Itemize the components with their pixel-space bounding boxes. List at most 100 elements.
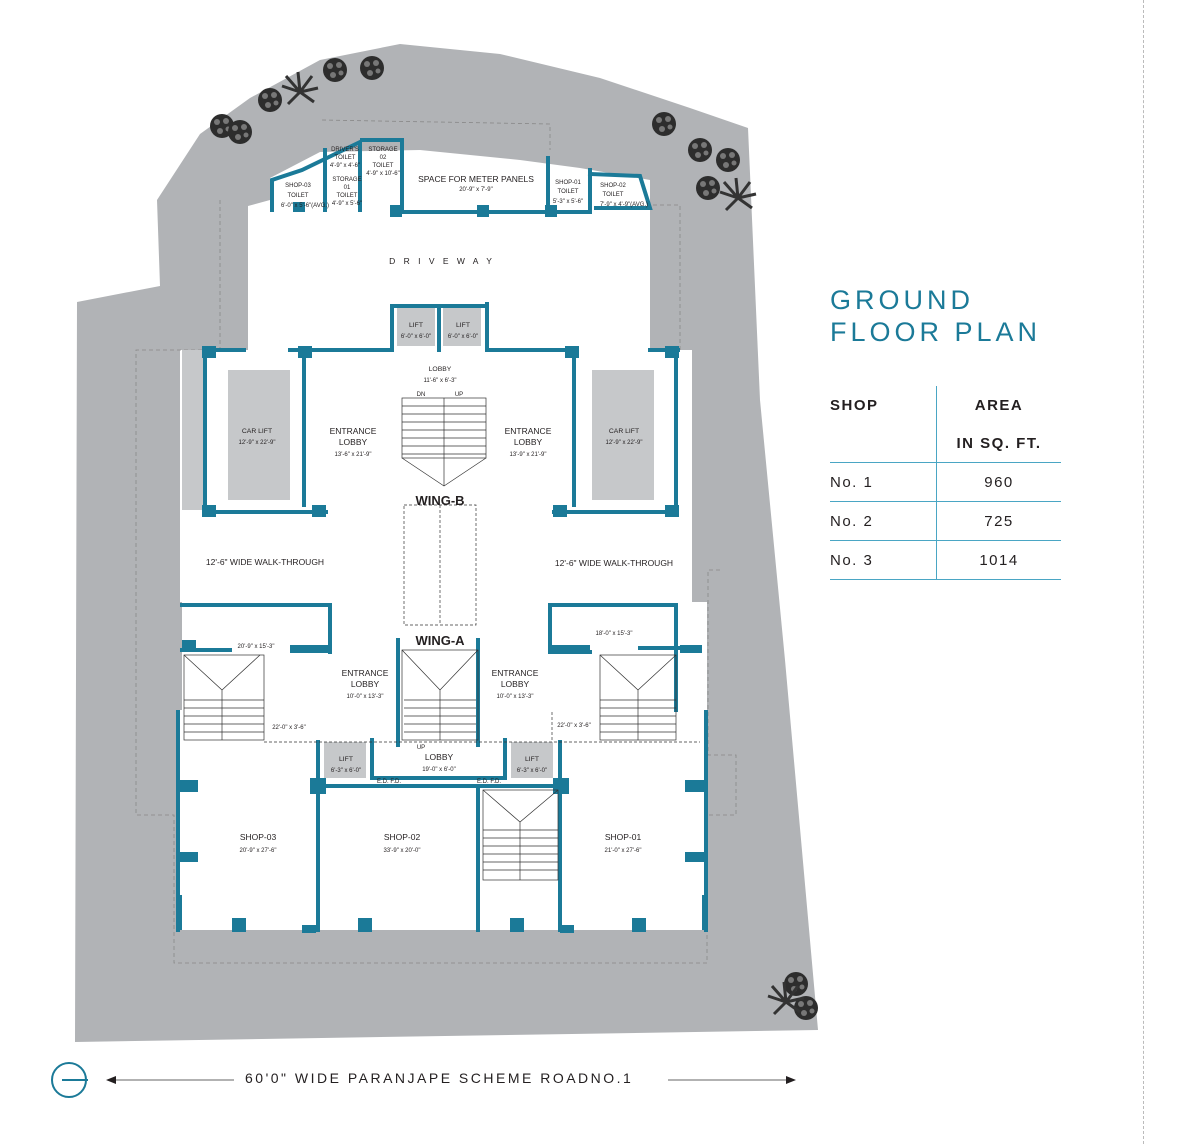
legend-header-shop: SHOP [830, 396, 879, 414]
columns [176, 202, 708, 933]
shop03-toilet-line2: TOILET [288, 193, 309, 199]
lift-top-left-box [397, 308, 435, 346]
legend-header-row-2: IN SQ. FT. [830, 424, 1061, 463]
shop02-label: SHOP-02 [384, 832, 421, 842]
wing-a-label: WING-A [415, 633, 465, 648]
car-lift-left-platform [228, 370, 290, 500]
ed-fd-left: E.D. F.D. [377, 779, 401, 785]
car-lift-left-label: CAR LIFT [242, 428, 272, 435]
entrance-lobby-a-left-dim: 10'-0" x 13'-3" [347, 694, 384, 700]
lobby-bottom-label: LOBBY [425, 752, 454, 762]
legend-shop: No. 1 [830, 462, 937, 502]
arrow-left-icon [106, 1076, 234, 1084]
left-grey-strip [182, 350, 206, 510]
shop01-label: SHOP-01 [605, 832, 642, 842]
drivers-toilet-line1: DRIVER'S [331, 147, 359, 153]
shop01-dim: 21'-0" x 27'-6" [605, 848, 642, 854]
lift-top-right-box [443, 308, 481, 346]
storage-01-line1: STORAGE [332, 177, 361, 183]
shop03-toilet-line1: SHOP-03 [285, 183, 311, 189]
drivers-toilet-line2: TOILET [335, 155, 356, 161]
building-footprint [176, 150, 707, 930]
legend-area: 1014 [936, 540, 1061, 580]
car-lift-left-dim: 12'-9" x 22'-9" [239, 440, 276, 446]
dn-label: DN [417, 392, 426, 398]
page-title: GROUND FLOOR PLAN [830, 284, 1041, 348]
lift-top-right-label: LIFT [456, 322, 470, 329]
legend-area: 725 [936, 501, 1061, 541]
room-labels: D R I V E W A Y SPACE FOR METER PANELS 2… [206, 147, 673, 854]
legend-header-unit: IN SQ. FT. [936, 424, 1061, 463]
wing-b-label: WING-B [415, 493, 464, 508]
legend-row: No. 1 960 [830, 462, 1061, 502]
lobby-top-dim: 11'-6" x 6'-3" [423, 378, 456, 384]
lift-top-right-dim: 6'-0" x 6'-0" [448, 334, 478, 340]
entrance-lobby-b-right-line2: LOBBY [514, 437, 543, 447]
legend-row: No. 3 1014 [830, 540, 1061, 580]
area-legend-table: SHOP AREA IN SQ. FT. No. 1 960 No. 2 725… [830, 386, 1061, 580]
legend-header-row: SHOP AREA [830, 386, 1061, 424]
lift-bottom-left-label: LIFT [339, 756, 353, 763]
legend-shop: No. 2 [830, 501, 937, 541]
legend-header-area: AREA [936, 386, 1061, 424]
lift-bottom-right-box [511, 742, 553, 778]
walk-through-right: 12'-6" WIDE WALK-THROUGH [555, 558, 673, 568]
up-label: UP [455, 392, 463, 398]
title-line1: GROUND [830, 285, 974, 315]
shop02-toilet-line1: SHOP-02 [600, 183, 626, 189]
dim-right-top: 18'-0" x 15'-3" [596, 631, 633, 637]
legend-shop: No. 3 [830, 540, 937, 580]
entrance-lobby-b-right-dim: 13'-9" x 21'-9" [510, 452, 547, 458]
shop03-toilet-dim: 6'-0" x 5'-6"(AVG.) [281, 203, 329, 209]
staircases [183, 397, 700, 881]
entrance-lobby-b-left-line1: ENTRANCE [330, 426, 377, 436]
entrance-lobby-a-right-line2: LOBBY [501, 679, 530, 689]
storage-01-line3: TOILET [337, 193, 358, 199]
shop02-dim: 33'-9" x 20'-0" [384, 848, 421, 854]
lift-top-left-dim: 6'-0" x 6'-0" [401, 334, 431, 340]
car-lift-right-label: CAR LIFT [609, 428, 639, 435]
lift-bottom-right-label: LIFT [525, 756, 539, 763]
page-dashed-divider [1143, 0, 1144, 1144]
shop01-toilet-line2: TOILET [558, 189, 579, 195]
walls [176, 138, 708, 932]
dim-right-mid: 22'-0" x 3'-6" [557, 723, 591, 729]
shop03-dim: 20'-9" x 27'-6" [240, 848, 277, 854]
north-arrow-icon [51, 1062, 88, 1098]
shop01-toilet-dim: 5'-3" x 5'-6" [553, 199, 583, 205]
legend-area: 960 [936, 462, 1061, 502]
driveway-label: D R I V E W A Y [389, 256, 495, 266]
entrance-lobby-a-left-line2: LOBBY [351, 679, 380, 689]
legend-row: No. 2 725 [830, 501, 1061, 541]
car-lift-right-platform [592, 370, 654, 500]
storage-02-line3: TOILET [373, 163, 394, 169]
title-line2: FLOOR PLAN [830, 317, 1042, 347]
entrance-lobby-b-left-dim: 13'-6" x 21'-9" [335, 452, 372, 458]
storage-02-line1: STORAGE [368, 147, 397, 153]
meter-panels-label: SPACE FOR METER PANELS [418, 174, 534, 184]
road-label: 60'0" WIDE PARANJAPE SCHEME ROADNO.1 [245, 1070, 634, 1086]
entrance-lobby-a-right-line1: ENTRANCE [492, 668, 539, 678]
dim-left-mid: 22'-0" x 3'-6" [272, 725, 306, 731]
shop01-toilet-line1: SHOP-01 [555, 180, 581, 186]
storage-01-line2: 01 [344, 185, 351, 191]
entrance-lobby-a-right-dim: 10'-0" x 13'-3" [497, 694, 534, 700]
up-bottom-label: UP [417, 745, 425, 751]
drivers-toilet-dim: 4'-9" x 4'-6" [330, 163, 360, 169]
storage-02-dim: 4'-9" x 10'-6" [366, 171, 400, 177]
dim-left-top: 20'-9" x 15'-3" [238, 644, 275, 650]
arrow-right-icon [668, 1076, 796, 1084]
shop03-label: SHOP-03 [240, 832, 277, 842]
ed-fd-right: E.D. F.D. [477, 779, 501, 785]
lift-bottom-right-dim: 6'-3" x 6'-0" [517, 768, 547, 774]
entrance-lobby-b-left-line2: LOBBY [339, 437, 368, 447]
entrance-lobby-b-right-line1: ENTRANCE [505, 426, 552, 436]
shop02-toilet-line2: TOILET [603, 192, 624, 198]
entrance-lobby-a-left-line1: ENTRANCE [342, 668, 389, 678]
storage-02-line2: 02 [380, 155, 387, 161]
storage-01-dim: 4'-9" x 5'-6" [332, 201, 362, 207]
lobby-top-label: LOBBY [429, 366, 452, 373]
shop02-toilet-dim: 7'-9" x 4'-9"(AVG.) [600, 202, 648, 208]
meter-panels-dim: 20'-9" x 7'-9" [459, 187, 493, 193]
